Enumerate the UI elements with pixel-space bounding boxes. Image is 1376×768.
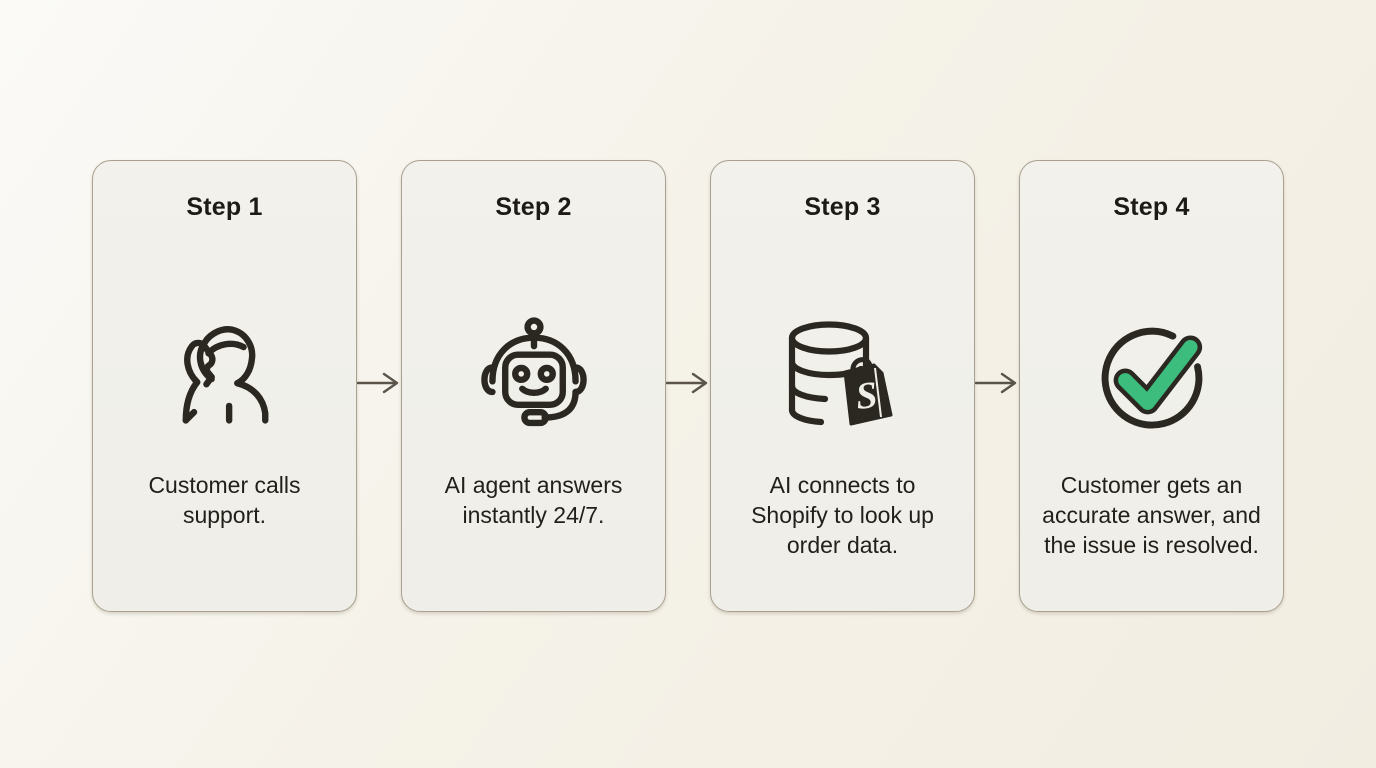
step-card-2: Step 2 AI [401, 160, 666, 612]
shopify-s-letter: S [853, 374, 878, 418]
step-description: AI agent answers instantly 24/7. [444, 472, 623, 528]
step-card-1: Step 1 Customer calls support. [92, 160, 357, 612]
database-shopify-icon: S [777, 308, 909, 444]
person-on-phone-icon [163, 308, 287, 444]
step-card-3: Step 3 S AI [710, 160, 975, 612]
check-circle-icon [1088, 308, 1216, 444]
step-description: Customer gets an accurate answer, and th… [1042, 472, 1261, 558]
step-title: Step 4 [1113, 193, 1190, 221]
step-title: Step 3 [804, 193, 881, 221]
arrow-step1-to-step2-icon [357, 372, 399, 394]
step-description: AI connects to Shopify to look up order … [751, 472, 934, 558]
robot-headset-icon [470, 308, 598, 444]
step-card-4: Step 4 Customer gets an accurate answer,… [1019, 160, 1284, 612]
step-title: Step 1 [186, 193, 263, 221]
step-description: Customer calls support. [148, 472, 301, 528]
step-title: Step 2 [495, 193, 572, 221]
arrow-step3-to-step4-icon [975, 372, 1017, 394]
arrow-step2-to-step3-icon [666, 372, 708, 394]
